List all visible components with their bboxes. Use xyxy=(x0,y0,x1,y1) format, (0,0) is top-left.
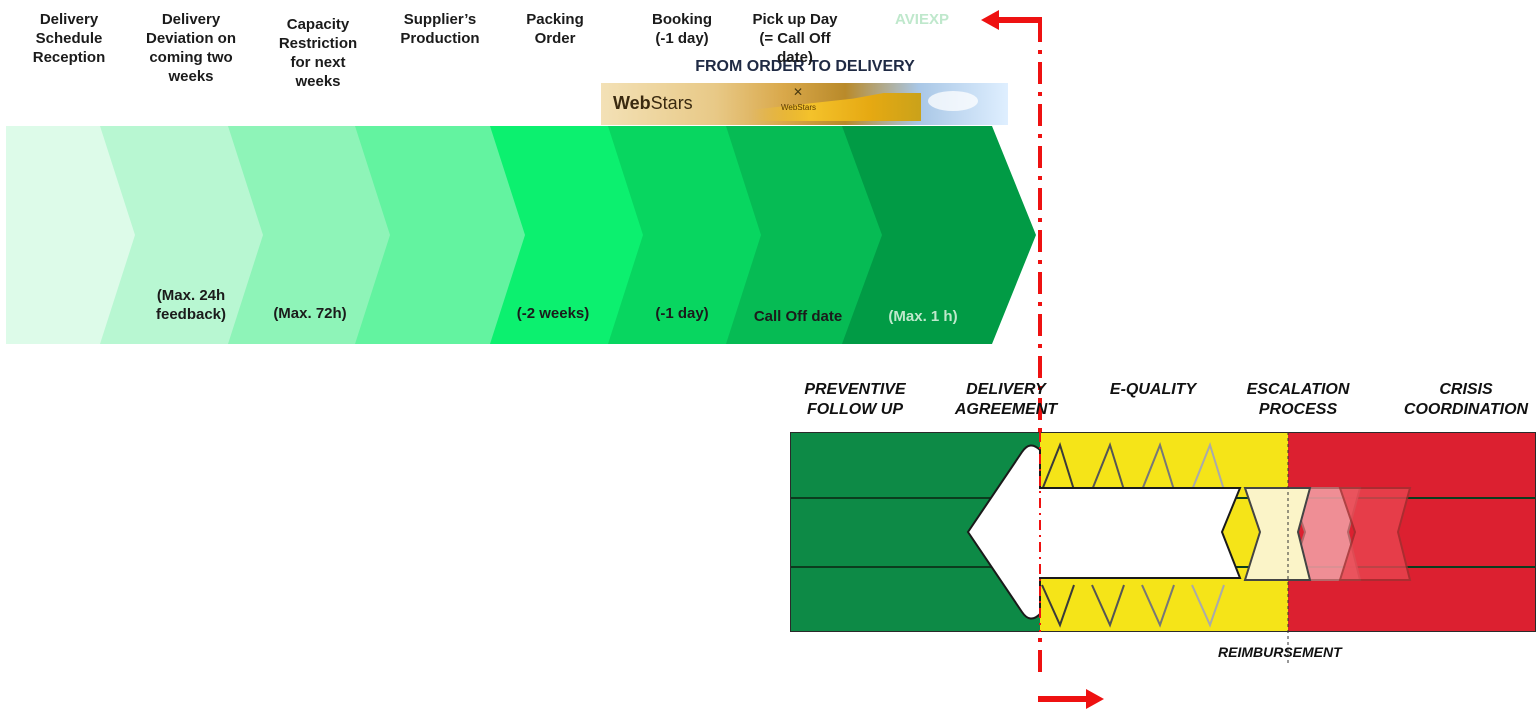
webstars-logo: WebStars xyxy=(613,93,693,113)
process-step xyxy=(842,126,1036,344)
step-note: (Max. 1 h) xyxy=(888,308,958,325)
stage-label: E-QUALITY xyxy=(1109,381,1197,398)
step-label: AVIEXP xyxy=(895,11,949,28)
left-arrow-icon xyxy=(981,10,1042,30)
cloud-shape xyxy=(928,91,978,111)
fading-chevron-icons xyxy=(1243,487,1412,581)
step-note: (Max. 72h) xyxy=(273,305,347,322)
webstars-banner: WebStars ✕ WebStars xyxy=(601,83,1008,125)
step-note: Call Off date xyxy=(753,308,843,325)
diagram-title: FROM ORDER TO DELIVERY xyxy=(695,58,915,75)
truck-label: WebStars xyxy=(781,103,816,112)
band-frame xyxy=(790,432,1536,632)
step-note: (-2 weeks) xyxy=(516,305,590,322)
chevron-ghost-icons xyxy=(1041,442,1225,628)
star-icon: ✕ xyxy=(793,85,804,99)
step-note: (-1 day) xyxy=(655,305,709,322)
right-arrow-icon xyxy=(1038,689,1104,709)
reimbursement-label: REIMBURSEMENT xyxy=(1218,644,1342,660)
step-label: Booking(-1 day) xyxy=(652,11,712,47)
